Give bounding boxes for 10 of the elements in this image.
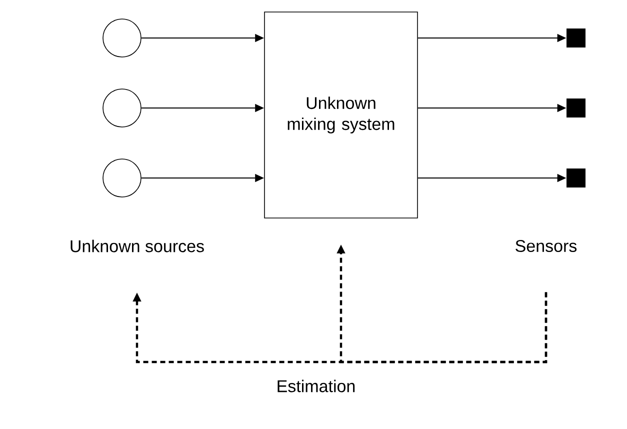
sensor-square bbox=[566, 168, 586, 188]
source-circle bbox=[102, 18, 142, 58]
sensor-square bbox=[566, 28, 586, 48]
source-circle bbox=[102, 158, 142, 198]
process-box: Unknown mixing system bbox=[264, 12, 418, 218]
node-label: Sensors bbox=[516, 240, 577, 252]
sensor-square bbox=[566, 98, 586, 118]
caption-label: Estimation bbox=[278, 380, 355, 392]
node-label: Unknown sources bbox=[70, 240, 204, 252]
source-circle bbox=[102, 88, 142, 128]
